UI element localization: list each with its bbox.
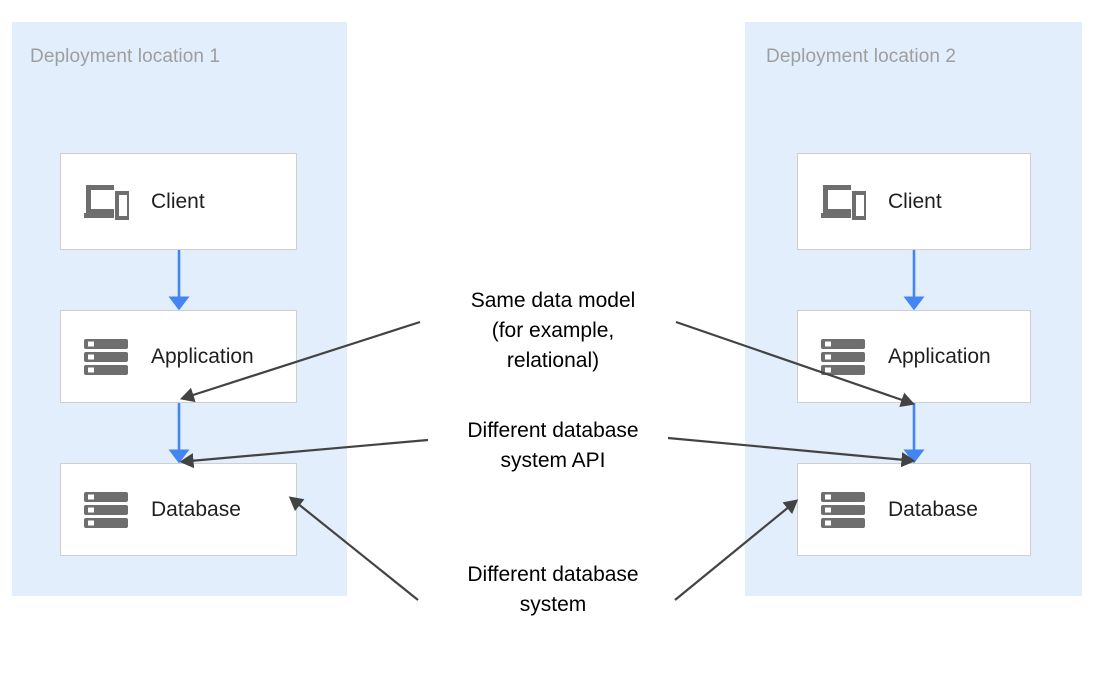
server-stack-icon <box>820 337 866 377</box>
callout-different-database-system: Different database system <box>467 563 639 616</box>
database-1-node[interactable]: Database <box>60 463 297 556</box>
callout-same-data-model: Same data model (for example, relational… <box>470 289 636 372</box>
application-1-label: Application <box>151 344 254 368</box>
client-2-label: Client <box>888 189 942 213</box>
server-stack-icon <box>83 337 129 377</box>
application-2-label: Application <box>888 344 991 368</box>
client-1-label: Client <box>151 189 205 213</box>
callout-different-database-system-api: Different database system API <box>467 419 639 472</box>
database-1-label: Database <box>151 497 241 521</box>
server-stack-icon <box>83 490 129 530</box>
deployment-location-1-title: Deployment location 1 <box>30 46 221 67</box>
devices-icon <box>820 182 868 222</box>
application-2-node[interactable]: Application <box>797 310 1031 403</box>
client-2-node[interactable]: Client <box>797 153 1031 250</box>
devices-icon <box>83 182 131 222</box>
client-1-node[interactable]: Client <box>60 153 297 250</box>
deployment-location-2-title: Deployment location 2 <box>766 46 957 67</box>
database-2-node[interactable]: Database <box>797 463 1031 556</box>
server-stack-icon <box>820 490 866 530</box>
database-2-label: Database <box>888 497 978 521</box>
application-1-node[interactable]: Application <box>60 310 297 403</box>
